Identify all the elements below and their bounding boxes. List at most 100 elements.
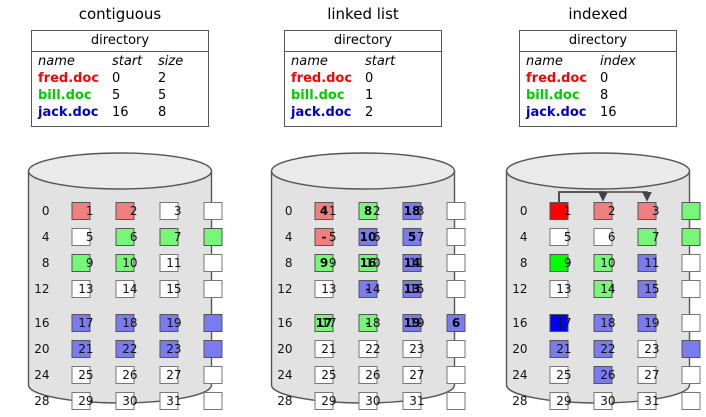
block-cell[interactable] xyxy=(637,392,657,410)
block-cell[interactable] xyxy=(71,254,91,272)
block-cell[interactable] xyxy=(549,314,569,332)
block-cell[interactable] xyxy=(203,280,223,298)
block-cell[interactable]: 13 xyxy=(402,280,422,298)
block-cell[interactable] xyxy=(159,202,179,220)
block-cell[interactable] xyxy=(593,392,613,410)
block-cell[interactable] xyxy=(681,280,701,298)
block-cell[interactable] xyxy=(71,228,91,246)
block-cell[interactable] xyxy=(115,340,135,358)
block-cell[interactable] xyxy=(159,392,179,410)
block-cell[interactable] xyxy=(71,366,91,384)
block-cell[interactable] xyxy=(637,280,657,298)
block-cell[interactable] xyxy=(314,392,334,410)
block-cell[interactable] xyxy=(203,392,223,410)
block-cell[interactable] xyxy=(549,340,569,358)
block-cell[interactable] xyxy=(402,392,422,410)
block-cell[interactable] xyxy=(115,228,135,246)
block-cell[interactable] xyxy=(446,228,466,246)
block-cell[interactable] xyxy=(203,228,223,246)
block-cell[interactable]: - xyxy=(358,280,378,298)
block-cell[interactable] xyxy=(203,202,223,220)
block-cell[interactable]: 17 xyxy=(314,314,334,332)
block-cell[interactable] xyxy=(314,280,334,298)
block-cell[interactable] xyxy=(159,340,179,358)
block-cell[interactable] xyxy=(681,228,701,246)
block-cell[interactable] xyxy=(115,280,135,298)
block-cell[interactable] xyxy=(115,392,135,410)
block-cell[interactable] xyxy=(446,280,466,298)
block-cell[interactable] xyxy=(358,366,378,384)
block-cell[interactable] xyxy=(593,280,613,298)
block-cell[interactable] xyxy=(446,340,466,358)
block-cell[interactable] xyxy=(159,254,179,272)
block-cell[interactable] xyxy=(71,202,91,220)
block-cell[interactable] xyxy=(159,228,179,246)
block-cell[interactable] xyxy=(159,366,179,384)
block-cell[interactable] xyxy=(549,392,569,410)
block-cell[interactable] xyxy=(203,254,223,272)
block-cell[interactable] xyxy=(159,314,179,332)
block-cell[interactable]: 9 xyxy=(314,254,334,272)
block-cell[interactable] xyxy=(593,228,613,246)
block-cell[interactable] xyxy=(637,228,657,246)
block-cell[interactable] xyxy=(314,340,334,358)
block-cell[interactable]: 19 xyxy=(402,314,422,332)
block-cell[interactable] xyxy=(358,392,378,410)
block-cell[interactable] xyxy=(115,202,135,220)
block-cell[interactable] xyxy=(681,314,701,332)
block-cell[interactable] xyxy=(115,254,135,272)
block-cell[interactable] xyxy=(115,366,135,384)
block-cell[interactable] xyxy=(637,314,657,332)
block-cell[interactable] xyxy=(681,254,701,272)
block-cell[interactable] xyxy=(358,340,378,358)
block-cell[interactable] xyxy=(637,366,657,384)
block-cell[interactable]: 18 xyxy=(402,202,422,220)
block-cell[interactable] xyxy=(593,340,613,358)
block-cell[interactable] xyxy=(549,366,569,384)
block-cell[interactable] xyxy=(203,314,223,332)
block-cell[interactable] xyxy=(593,366,613,384)
block-cell[interactable] xyxy=(637,254,657,272)
block-cell[interactable] xyxy=(681,340,701,358)
block-cell[interactable] xyxy=(446,254,466,272)
block-cell[interactable] xyxy=(446,366,466,384)
block-cell[interactable] xyxy=(159,280,179,298)
block-cell[interactable] xyxy=(446,392,466,410)
block-cell[interactable] xyxy=(549,202,569,220)
block-cell[interactable] xyxy=(681,366,701,384)
block-cell[interactable] xyxy=(637,340,657,358)
block-cell[interactable]: 5 xyxy=(402,228,422,246)
block-cell[interactable] xyxy=(402,366,422,384)
block-cell[interactable]: 16 xyxy=(358,254,378,272)
block-cell[interactable]: 14 xyxy=(402,254,422,272)
block-cell[interactable] xyxy=(593,254,613,272)
block-cell[interactable]: 10 xyxy=(358,228,378,246)
block-cell[interactable] xyxy=(681,202,701,220)
block-cell[interactable]: 6 xyxy=(446,314,466,332)
block-cell[interactable]: - xyxy=(358,314,378,332)
block-cell[interactable] xyxy=(681,392,701,410)
block-cell[interactable] xyxy=(593,314,613,332)
block-cell[interactable] xyxy=(402,340,422,358)
block-cell[interactable] xyxy=(203,340,223,358)
block-cell[interactable]: 8 xyxy=(358,202,378,220)
block-cell[interactable] xyxy=(549,228,569,246)
block-cell[interactable]: - xyxy=(314,228,334,246)
block-cell[interactable] xyxy=(637,202,657,220)
block-cell[interactable] xyxy=(549,254,569,272)
block-cell[interactable] xyxy=(71,280,91,298)
block-cell[interactable] xyxy=(203,366,223,384)
block-cell[interactable] xyxy=(314,366,334,384)
block-cell[interactable] xyxy=(71,340,91,358)
block-cell[interactable] xyxy=(71,314,91,332)
block-cell[interactable] xyxy=(71,392,91,410)
